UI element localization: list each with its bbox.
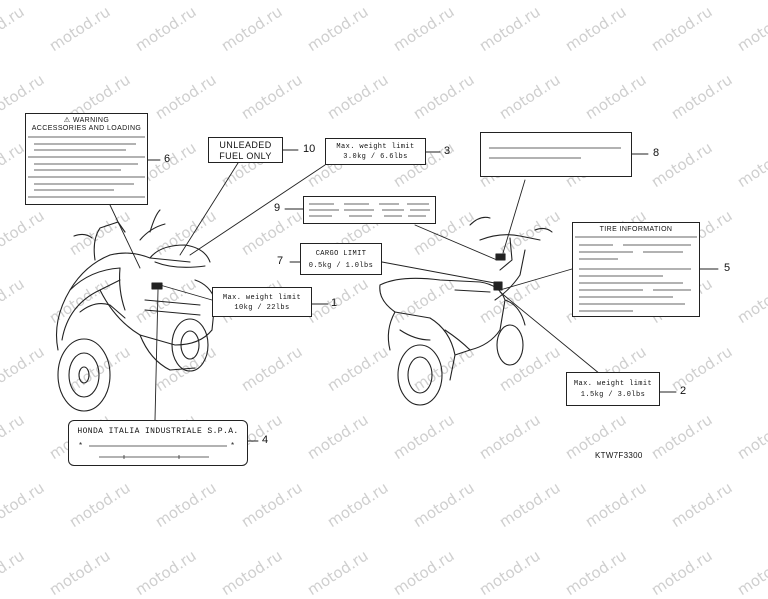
label-7-cargo-limit: CARGO LIMIT 0.5kg / 1.0lbs (300, 243, 382, 275)
label-5-tire-information: TIRE INFORMATION (572, 222, 700, 317)
plate-fields: * * (79, 441, 234, 459)
leader-lines (109, 149, 719, 442)
callout-number-10: 10 (303, 143, 316, 155)
callout-number-2: 2 (680, 385, 687, 397)
label-4-manufacturer-plate: HONDA ITALIA INDUSTRIALE S.P.A. * * (68, 420, 248, 466)
label-2-line-2: 1.5kg / 3.0lbs (580, 391, 646, 399)
label-1-line-2: 10kg / 22lbs (234, 304, 290, 312)
label-8-text-lines (489, 147, 621, 159)
scooter-right-illustration (379, 216, 553, 406)
label-3-line-1: Max. weight limit (336, 143, 415, 151)
svg-text:*: * (231, 441, 234, 450)
line-art (55, 149, 719, 442)
label-3-max-weight: Max. weight limit 3.0kg / 6.6lbs (325, 138, 426, 165)
scooter-left-illustration (55, 209, 216, 412)
cargo-line-1: CARGO LIMIT (315, 250, 367, 258)
callout-number-8: 8 (653, 147, 660, 159)
label-8-blank-sticker (480, 132, 632, 177)
cargo-line-2: 0.5kg / 1.0lbs (308, 262, 374, 270)
warning-subtitle: ACCESSORIES AND LOADING (31, 125, 142, 132)
diagram-code: KTW7F3300 (595, 451, 643, 460)
warning-title: ⚠ WARNING (63, 117, 110, 124)
warning-text-lines (28, 136, 145, 198)
tire-info-title: TIRE INFORMATION (599, 226, 673, 233)
label-6-warning-accessories: ⚠ WARNING ACCESSORIES AND LOADING (25, 113, 148, 205)
callout-number-1: 1 (331, 297, 338, 309)
callout-number-3: 3 (444, 145, 451, 157)
label-2-line-1: Max. weight limit (573, 380, 653, 388)
callout-number-9: 9 (274, 202, 281, 214)
svg-text:*: * (79, 441, 82, 450)
fuel-line-1: UNLEADED (219, 140, 272, 150)
label-10-unleaded-fuel: UNLEADED FUEL ONLY (208, 137, 283, 163)
callout-number-4: 4 (262, 434, 269, 446)
label-1-max-weight: Max. weight limit 10kg / 22lbs (212, 287, 312, 317)
callout-number-6: 6 (164, 153, 171, 165)
callout-number-5: 5 (724, 262, 731, 274)
label-9-blank-sticker (303, 196, 436, 224)
callout-number-7: 7 (277, 255, 284, 267)
label-9-text-lines (309, 203, 430, 217)
fuel-line-2: FUEL ONLY (219, 151, 272, 161)
label-1-line-1: Max. weight limit (222, 294, 302, 302)
tire-info-text-lines (575, 236, 697, 312)
manufacturer-name: HONDA ITALIA INDUSTRIALE S.P.A. (77, 427, 239, 436)
label-3-line-2: 3.0kg / 6.6lbs (343, 153, 408, 161)
label-2-max-weight: Max. weight limit 1.5kg / 3.0lbs (566, 372, 660, 406)
